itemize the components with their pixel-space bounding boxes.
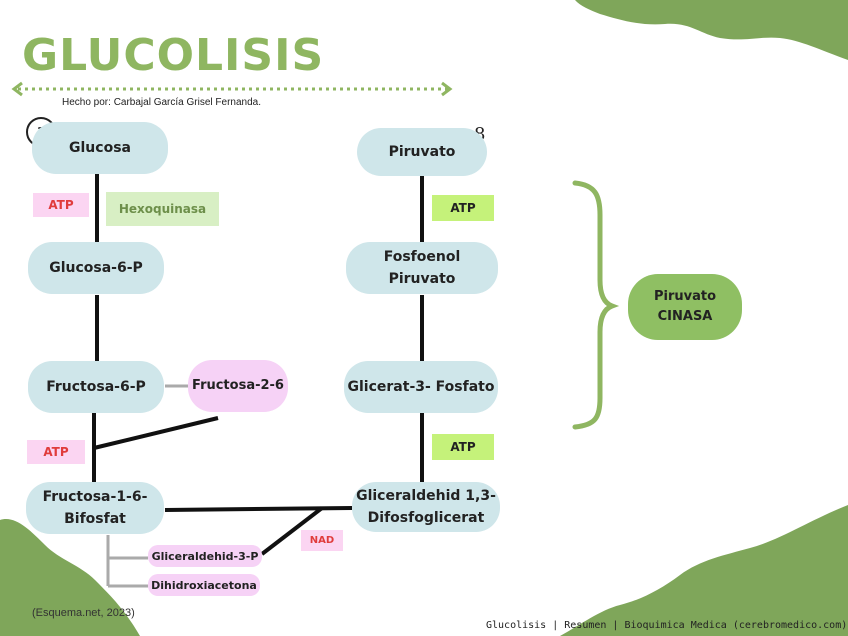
footer-caption: Glucolisis | Resumen | Bioquimica Medica… xyxy=(486,620,848,631)
node-fosfoenol-piruvato: Fosfoenol Piruvato xyxy=(346,242,498,294)
node-glicerat-3-fosfato: Glicerat-3- Fosfato xyxy=(344,361,498,413)
node-glicerat-3-fosfato-label: Glicerat-3- Fosfato xyxy=(347,379,495,395)
source-citation: (Esquema.net, 2023) xyxy=(32,607,135,619)
node-glucosa-6-p-label: Glucosa-6-P xyxy=(49,260,143,276)
author-credit: Hecho por: Carbajal García Grisel Fernan… xyxy=(62,97,261,108)
bottom-right-leaf-shape xyxy=(560,505,848,636)
tag-atp-3: ATP xyxy=(432,195,494,221)
bottom-left-leaf-shape xyxy=(0,519,140,636)
curly-brace xyxy=(572,180,620,430)
page-title: GLUCOLISIS xyxy=(22,30,325,81)
top-right-leaf-shape xyxy=(575,0,848,60)
tag-nad: NAD xyxy=(301,530,343,551)
node-piruvato-cinasa: Piruvato CINASA xyxy=(628,274,742,340)
connector-nad-diagonal xyxy=(260,506,324,556)
node-fosfoenol-line2: Piruvato xyxy=(388,271,456,287)
tag-atp-2: ATP xyxy=(27,440,85,464)
node-gliceraldehid-3-p: Gliceraldehid-3-P xyxy=(148,545,262,567)
node-piruvato: Piruvato xyxy=(357,128,487,176)
node-fructosa-1-6-line1: Fructosa-1-6- xyxy=(42,489,148,505)
connector-fructosa26-branch xyxy=(93,416,219,450)
node-piruvato-cinasa-line1: Piruvato xyxy=(653,289,717,304)
node-piruvato-label: Piruvato xyxy=(388,144,456,160)
node-gliceraldehid-1-3-difosfoglicerat: Gliceraldehid 1,3- Difosfoglicerat xyxy=(352,482,500,532)
node-fosfoenol-line1: Fosfoenol xyxy=(383,249,461,265)
connector-fructosa16-gliceraldehid13 xyxy=(164,506,353,512)
arrow-left-head xyxy=(11,81,23,97)
node-gliceraldehid13-line2: Difosfoglicerat xyxy=(367,510,485,526)
tag-atp-1: ATP xyxy=(33,193,89,217)
node-glucosa-label: Glucosa xyxy=(69,140,131,156)
tag-atp-4: ATP xyxy=(432,434,494,460)
arrow-right-head xyxy=(441,81,453,97)
node-glucosa-6-p: Glucosa-6-P xyxy=(28,242,164,294)
node-dihidroxiacetona: Dihidroxiacetona xyxy=(148,574,260,596)
node-glucosa: Glucosa xyxy=(32,122,168,174)
node-fructosa-2-6-label: Fructosa-2-6 xyxy=(192,378,284,393)
node-fructosa-1-6-line2: Bifosfat xyxy=(64,511,126,527)
node-fructosa-1-6-bifosfat: Fructosa-1-6- Bifosfat xyxy=(26,482,164,534)
node-fructosa-2-6: Fructosa-2-6 xyxy=(188,360,288,412)
node-fructosa-6-p-label: Fructosa-6-P xyxy=(46,379,146,395)
node-gliceraldehid13-line1: Gliceraldehid 1,3- xyxy=(356,488,496,504)
node-fructosa-6-p: Fructosa-6-P xyxy=(28,361,164,413)
tag-hexoquinasa: Hexoquinasa xyxy=(106,192,219,226)
node-piruvato-cinasa-line2: CINASA xyxy=(657,309,713,324)
